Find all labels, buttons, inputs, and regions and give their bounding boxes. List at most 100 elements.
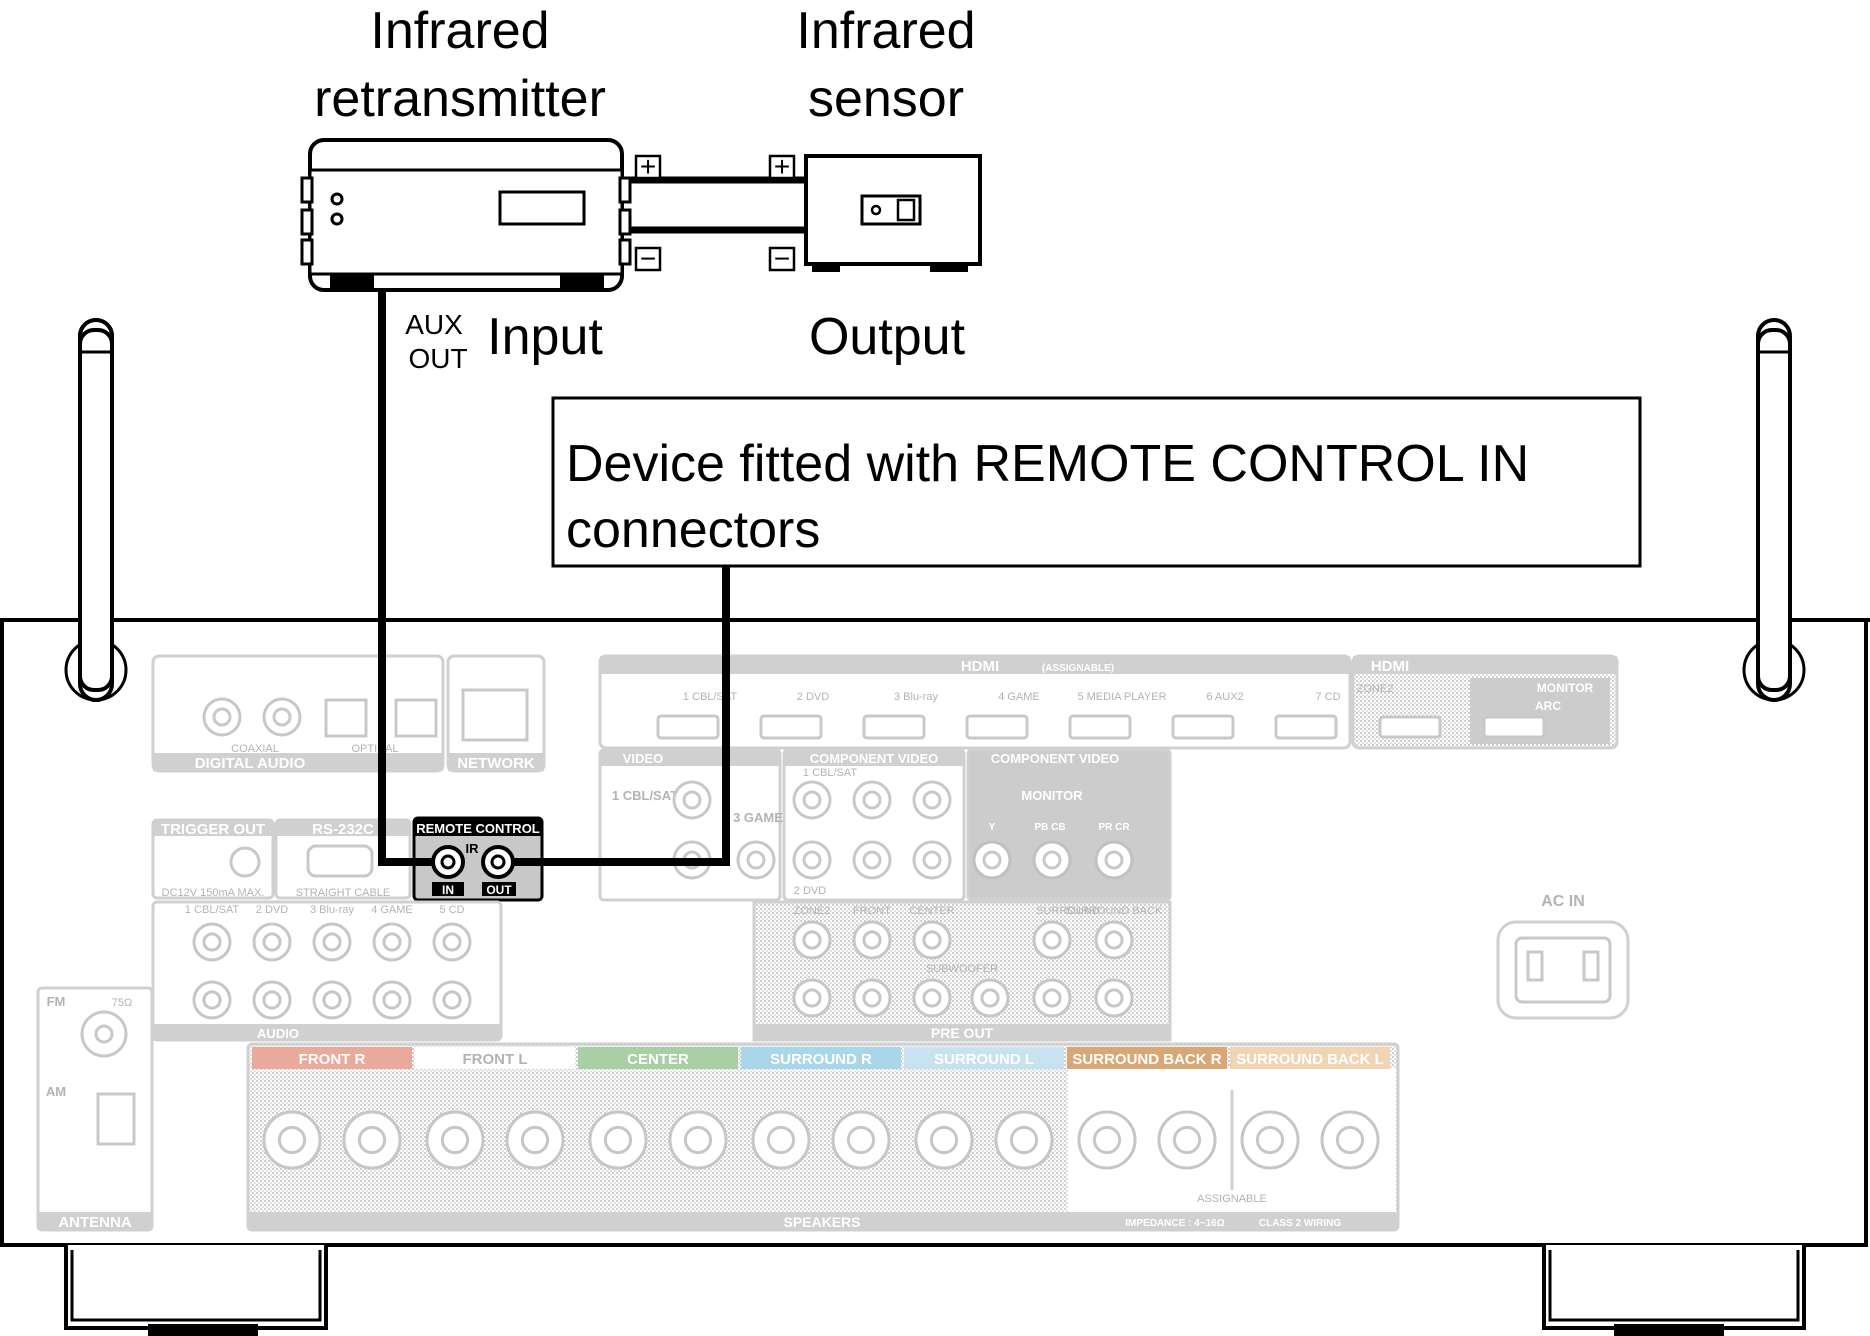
ypbpr-pb-label: PB CB xyxy=(1034,822,1065,833)
digital-audio-section: DIGITAL AUDIO COAXIAL OPTICAL NETWORK xyxy=(151,654,546,773)
speaker-group-label: SURROUND BACK L xyxy=(1236,1051,1384,1068)
aux-label: AUX xyxy=(405,309,463,340)
hdmi-input-label: 5 MEDIA PLAYER xyxy=(1077,691,1166,703)
speaker-group-label: FRONT L xyxy=(463,1051,528,1068)
ac-in-section: AC IN xyxy=(1496,893,1630,1020)
preout-label: CENTER xyxy=(909,905,954,917)
preout-jack-top xyxy=(1032,920,1072,960)
speaker-group-header xyxy=(741,1047,901,1069)
audio-jack-right xyxy=(192,980,232,1020)
speaker-terminal-minus xyxy=(994,1110,1054,1170)
device-label-line1: Device fitted with REMOTE CONTROL IN xyxy=(566,435,1529,493)
audio-in-label: AUDIO xyxy=(257,1026,299,1041)
audio-jack-right xyxy=(372,980,412,1020)
hdmi-assignable-label: (ASSIGNABLE) xyxy=(1042,663,1114,674)
speaker-group-header xyxy=(252,1047,412,1069)
audio-jack-left xyxy=(432,922,472,962)
preout-jack-bottom xyxy=(1094,978,1134,1018)
preout-jack-bottom xyxy=(1032,978,1072,1018)
speaker-terminal-plus xyxy=(1240,1110,1300,1170)
arc-label: ARC xyxy=(1535,699,1561,713)
ir-label: IR xyxy=(466,841,480,856)
preout-jack-top xyxy=(852,920,892,960)
speaker-terminal-minus xyxy=(1157,1110,1217,1170)
audio-jack-left xyxy=(252,922,292,962)
minus-marker-right: − xyxy=(774,243,790,274)
hdmi-input-label: 4 GAME xyxy=(998,691,1040,703)
speaker-terminal-minus xyxy=(505,1110,565,1170)
zone2-label: ZONE2 xyxy=(1357,683,1394,695)
speaker-group-label: SURROUND L xyxy=(934,1051,1034,1068)
audio-jack-left xyxy=(192,922,232,962)
trigger-spec-label: DC12V 150mA MAX. xyxy=(162,887,265,899)
hdmi-input-port xyxy=(759,714,823,740)
rs232c-label: RS-232C xyxy=(312,821,374,838)
speaker-group-label: SURROUND R xyxy=(770,1051,872,1068)
input-label: Input xyxy=(487,308,603,366)
preout-jack-top xyxy=(792,920,832,960)
minus-marker-left: − xyxy=(640,243,656,274)
am-label: AM xyxy=(46,1084,66,1099)
remote-control-label: REMOTE CONTROL xyxy=(416,821,540,836)
hdmi-out-label: HDMI xyxy=(1371,658,1409,675)
speakers-label: SPEAKERS xyxy=(783,1214,860,1230)
device-label-line2: connectors xyxy=(566,501,820,559)
hdmi-monitor-label: MONITOR xyxy=(1537,681,1594,695)
ac-in-label: AC IN xyxy=(1541,893,1585,910)
speaker-terminal-minus xyxy=(1320,1110,1380,1170)
plus-marker-left: + xyxy=(640,151,656,182)
speaker-group-header xyxy=(578,1047,738,1069)
speaker-terminal-plus xyxy=(1077,1110,1137,1170)
hdmi-input-port xyxy=(1068,714,1132,740)
ir-in-label: IN xyxy=(442,883,454,897)
infrared-sensor-device xyxy=(804,154,982,272)
video-label: VIDEO xyxy=(623,751,663,766)
audio-jack-left xyxy=(372,922,412,962)
trigger-rs232-section: TRIGGER OUT DC12V 150mA MAX. RS-232C STR… xyxy=(151,818,412,900)
antenna-label: ANTENNA xyxy=(58,1214,131,1231)
audio-input-label: 2 DVD xyxy=(256,904,288,916)
pre-out-label: PRE OUT xyxy=(931,1025,994,1041)
audio-input-label: 4 GAME xyxy=(371,904,413,916)
component-in-label: COMPONENT VIDEO xyxy=(810,751,939,766)
hdmi-input-port xyxy=(1171,714,1235,740)
speaker-group-header xyxy=(904,1047,1064,1069)
preout-jack-bottom xyxy=(792,978,832,1018)
audio-input-label: 3 Blu-ray xyxy=(310,904,355,916)
preout-label: SUBWOOFER xyxy=(926,963,998,975)
polarity-markers: + − + − xyxy=(634,151,796,274)
speaker-group-header xyxy=(1230,1047,1390,1069)
video-cblsat-label: 1 CBL/SAT xyxy=(612,788,678,803)
audio-input-label: 1 CBL/SAT xyxy=(185,904,239,916)
speaker-group-label: CENTER xyxy=(627,1051,689,1068)
antenna-overlay xyxy=(78,328,1792,692)
component-cblsat-label: 1 CBL/SAT xyxy=(803,767,857,779)
remote-control-ir-section: REMOTE CONTROL IR IN OUT xyxy=(412,816,544,902)
preout-jack-top xyxy=(1094,920,1134,960)
speaker-terminal-minus xyxy=(668,1110,728,1170)
subwoofer-jack xyxy=(970,978,1010,1018)
preout-label: SURROUND BACK xyxy=(1066,905,1163,917)
receiver-body xyxy=(0,618,1870,1336)
retransmitter-label-line1: Infrared xyxy=(370,2,549,60)
component-video-in-section: COMPONENT VIDEO 1 CBL/SAT 2 DVD xyxy=(782,748,966,902)
audio-jack-left xyxy=(312,922,352,962)
infrared-retransmitter-device xyxy=(300,138,632,292)
ir-cables xyxy=(378,290,730,866)
audio-jack-right xyxy=(312,980,352,1020)
hdmi-input-port xyxy=(965,714,1029,740)
speaker-group-label: FRONT R xyxy=(299,1051,366,1068)
class2-label: CLASS 2 WIRING xyxy=(1259,1218,1341,1229)
impedance-label: IMPEDANCE : 4~16Ω xyxy=(1125,1218,1224,1229)
speaker-group-header xyxy=(415,1047,575,1069)
sensor-wires xyxy=(630,176,806,234)
speakers-section: SPEAKERS IMPEDANCE : 4~16Ω CLASS 2 WIRIN… xyxy=(246,1042,1400,1232)
plus-marker-right: + xyxy=(774,151,790,182)
fm-ohm-label: 75Ω xyxy=(112,997,132,1009)
speaker-terminal-minus xyxy=(342,1110,402,1170)
component-out-label: COMPONENT VIDEO xyxy=(991,751,1120,766)
ypbpr-y-label: Y xyxy=(989,822,996,833)
